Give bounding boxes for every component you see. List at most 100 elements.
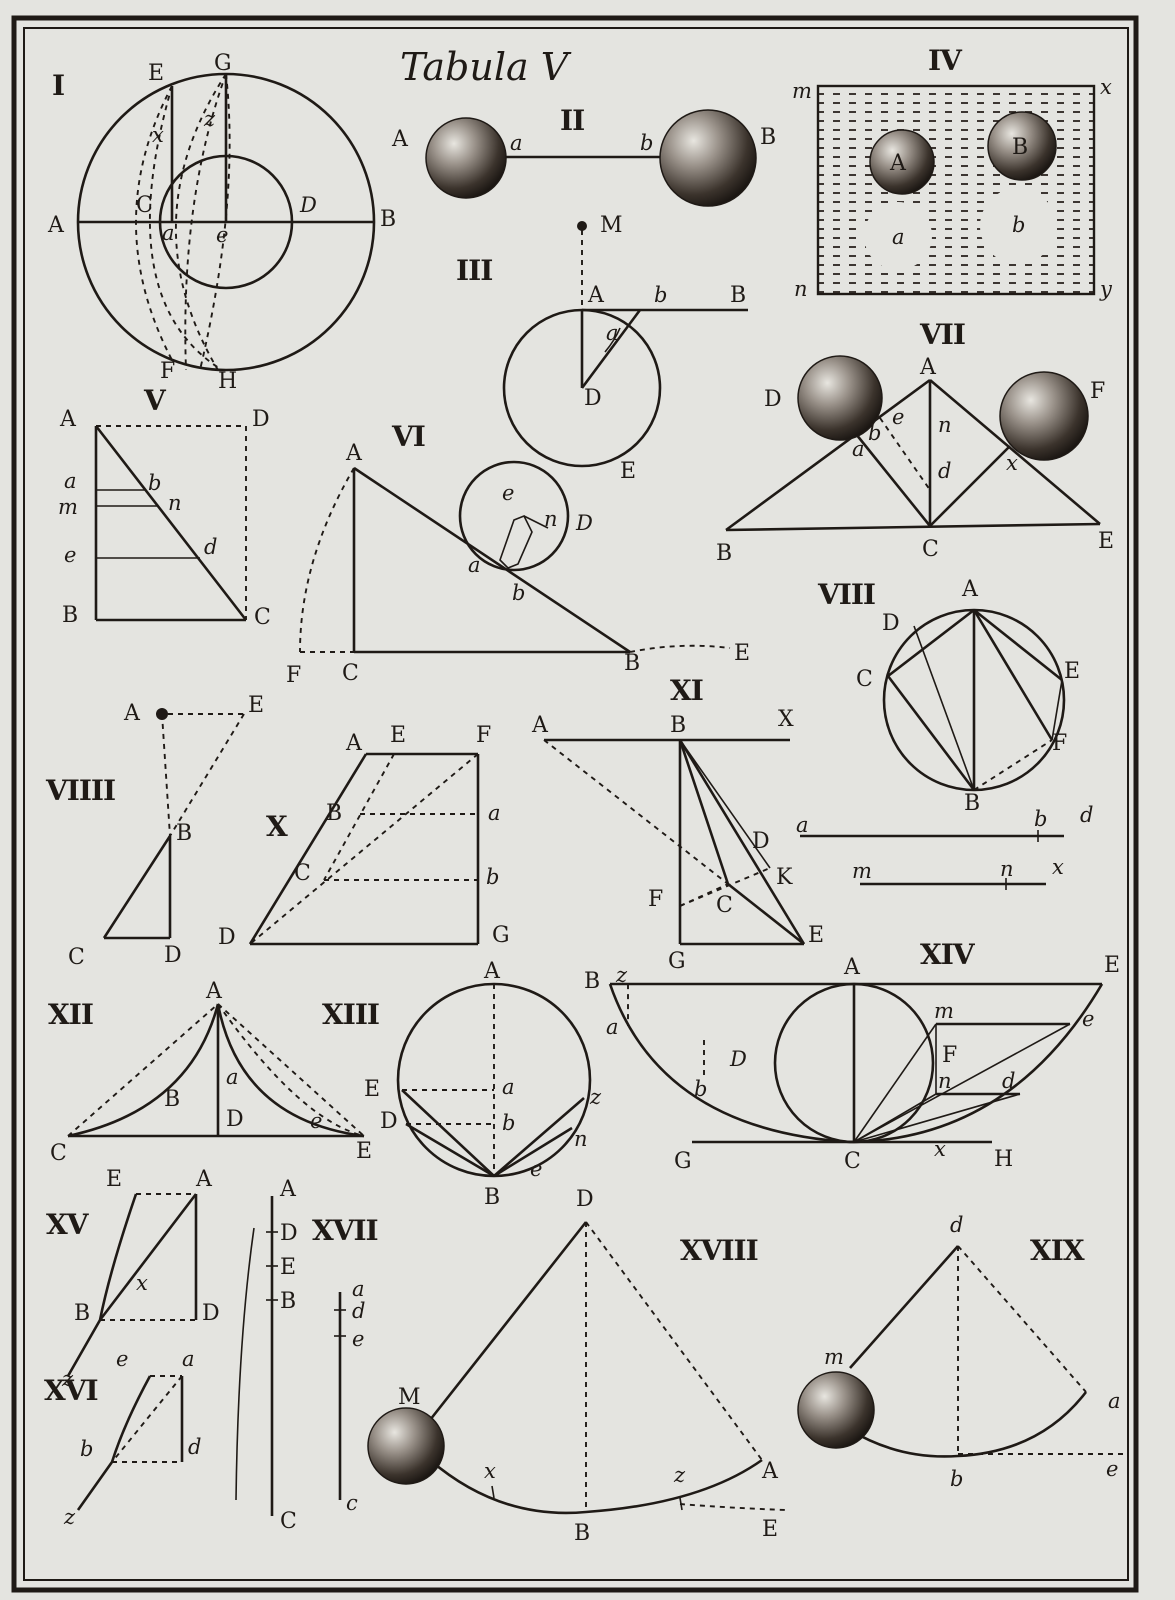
fig-VIIII-label: C <box>68 945 85 970</box>
fig-XVII-label: E <box>280 1255 296 1280</box>
fig-I-label: D <box>299 193 317 217</box>
fig-XI-label: a <box>796 813 809 837</box>
figure-XV: XV E A x B D z <box>46 1167 220 1391</box>
fig-XVI-label: z <box>63 1505 76 1529</box>
figure-XIV: XIV B z A E a m e F D b n d G C x H <box>584 938 1120 1174</box>
fig-II-number: II <box>560 104 584 137</box>
fig-II-label: b <box>640 131 653 155</box>
fig-VI-label: a <box>468 553 481 577</box>
fig-III-label: a <box>606 321 619 345</box>
fig-XII-label: E <box>356 1139 372 1164</box>
fig-V-label: a <box>64 469 77 493</box>
fig-VIII-number: VIII <box>817 578 875 611</box>
ball-B <box>987 111 1057 181</box>
fig-IV-label: m <box>792 79 812 103</box>
fig-XV-label: D <box>202 1301 220 1326</box>
fig-VIIII-label: A <box>123 701 141 726</box>
fig-III-number: III <box>456 254 492 287</box>
fig-XIV-label: a <box>606 1015 619 1039</box>
fig-VI-label: C <box>342 661 359 686</box>
fig-XIII-label: E <box>364 1077 380 1102</box>
fig-VII-number: VII <box>919 318 965 351</box>
fig-XIV-label: z <box>615 963 628 987</box>
fig-X-label: C <box>294 861 311 886</box>
fig-VII-label: B <box>716 541 732 566</box>
fig-II-label: a <box>510 131 523 155</box>
fig-V-label: d <box>204 535 217 559</box>
fig-VIII-label: D <box>882 611 900 636</box>
fig-I-label: x <box>152 123 164 147</box>
fig-VI-label: e <box>502 481 514 505</box>
fig-VIIII-label: D <box>164 943 182 968</box>
fig-XI-label: m <box>852 859 872 883</box>
fig-XI-label: b <box>1034 807 1047 831</box>
fig-XVIII-label: M <box>398 1385 421 1410</box>
fig-XVIII-label: z <box>673 1463 686 1487</box>
fig-XI-label: B <box>670 713 686 738</box>
fig-XVI-number: XVI <box>44 1374 98 1407</box>
fig-XIV-label: G <box>674 1149 692 1174</box>
figure-XIII: XIII A E a z D b n e B <box>322 959 602 1210</box>
fig-XVII-label: A <box>279 1177 297 1202</box>
fig-III-label: E <box>620 459 636 484</box>
fig-XI-label: x <box>1052 855 1064 879</box>
fig-XI-label: d <box>1080 803 1093 827</box>
fig-VIII-label: F <box>1052 731 1067 756</box>
fig-III-label: M <box>600 213 623 238</box>
fig-VII-label: D <box>764 387 782 412</box>
fig-VII-label: a <box>852 437 865 461</box>
fig-I-label: C <box>136 193 153 218</box>
fig-X-label: D <box>218 925 236 950</box>
fig-IV-label: A <box>889 151 907 176</box>
fig-XI-label: K <box>776 865 793 890</box>
figure-XI: XI A B X D K F C G E a b d m n x <box>531 674 1093 974</box>
water-vessel <box>816 84 1096 296</box>
fig-XVII-label: B <box>280 1289 296 1314</box>
fig-X-label: G <box>492 923 510 948</box>
fig-III-label: b <box>654 283 667 307</box>
fig-XIV-label: A <box>843 955 861 980</box>
fig-VII-label: E <box>1098 529 1114 554</box>
fig-XVI-label: e <box>116 1347 128 1371</box>
fig-XII-label: B <box>164 1087 180 1112</box>
fig-VIIII-number: VIIII <box>45 774 115 807</box>
fig-XI-label: F <box>648 887 663 912</box>
fig-IV-label: b <box>1012 213 1025 237</box>
inner-frame <box>23 27 1129 1581</box>
figure-V: V A D a b m n e d B C <box>58 384 271 630</box>
fig-XIV-label: b <box>694 1077 707 1101</box>
fig-I-label: F <box>160 359 175 384</box>
fig-X-label: B <box>326 801 342 826</box>
fig-XVIII-label: E <box>762 1517 778 1542</box>
fig-XI-label: X <box>778 707 794 732</box>
fig-IV-label: n <box>794 277 808 301</box>
fig-I-label: e <box>216 223 228 247</box>
ball-A <box>425 117 507 199</box>
fig-XIV-label: H <box>994 1147 1013 1172</box>
fig-VI-label: A <box>345 441 363 466</box>
fig-XIX-label: m <box>824 1345 844 1369</box>
fig-XV-label: x <box>136 1271 148 1295</box>
fig-X-number: X <box>266 810 288 843</box>
fig-XVIII-number: XVIII <box>680 1234 758 1267</box>
fig-VI-number: VI <box>391 420 425 453</box>
fig-XIII-label: n <box>574 1127 588 1151</box>
fig-XI-number: XI <box>670 674 703 707</box>
fig-XV-label: B <box>74 1301 90 1326</box>
fig-XIV-number: XIV <box>920 938 976 971</box>
fig-XIV-label: d <box>1002 1069 1015 1093</box>
fig-XII-label: C <box>50 1141 67 1166</box>
fig-V-number: V <box>143 384 167 417</box>
fig-XIX-label: e <box>1106 1457 1118 1481</box>
fig-VII-label: b <box>868 421 881 445</box>
fig-V-label: e <box>64 543 76 567</box>
figure-II: II A a b B <box>391 104 776 207</box>
fig-X-label: E <box>390 723 406 748</box>
fig-VIII-label: C <box>856 667 873 692</box>
fig-V-label: b <box>148 471 161 495</box>
fig-VII-label: e <box>892 405 904 429</box>
fig-XVIII-label: B <box>574 1521 590 1546</box>
fig-XVII-label: e <box>352 1327 364 1351</box>
fig-XIV-label: E <box>1104 953 1120 978</box>
figure-XII: XII A B a D e C E <box>48 979 372 1166</box>
